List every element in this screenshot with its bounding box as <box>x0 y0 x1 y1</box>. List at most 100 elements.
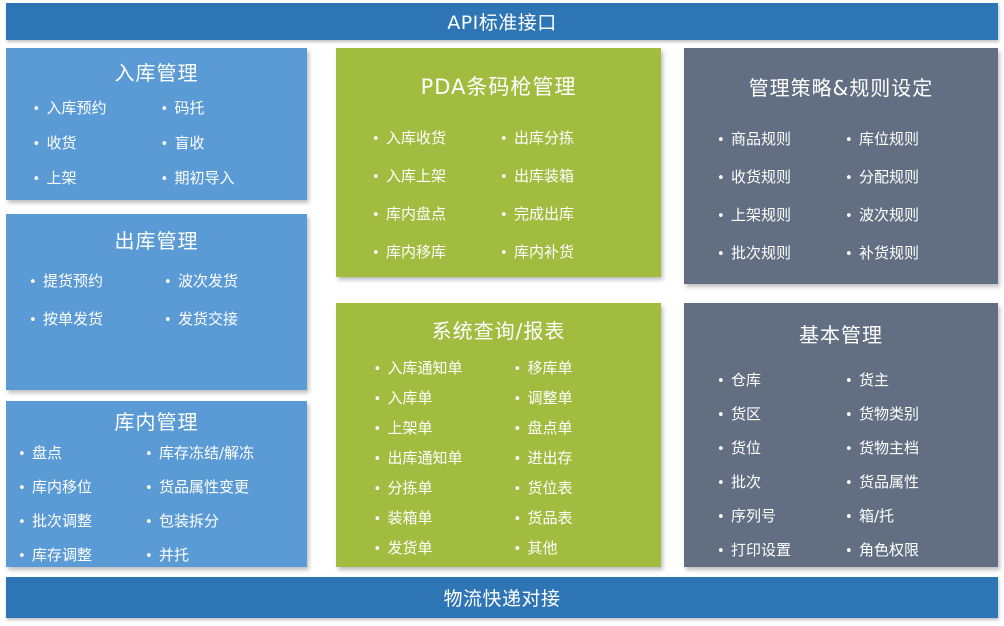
list-item[interactable]: •入库单 <box>374 387 514 408</box>
list-item[interactable]: • 货品属性变更 <box>145 476 295 497</box>
list-item[interactable]: •入库收货 <box>372 127 500 148</box>
bullet-icon: • <box>32 172 41 187</box>
bullet-icon: • <box>32 102 41 117</box>
list-item[interactable]: •盘点 <box>18 442 145 463</box>
list-item[interactable]: •发货单 <box>374 537 514 558</box>
list-item-label: 货品属性变更 <box>159 478 250 496</box>
list-item[interactable]: •出库装箱 <box>500 165 625 186</box>
card-column-right: •码托 •盲收 •期初导入 <box>161 97 281 200</box>
list-item[interactable]: •货位表 <box>514 477 624 498</box>
card-in-store-management[interactable]: 库内管理 •盘点 •库内移位 •批次调整 •库存调整 •库存冻结/解冻 •货品属… <box>6 401 307 567</box>
card-system-query-report[interactable]: 系统查询/报表 •入库通知单 •入库单 •上架单 •出库通知单 •分拣单 •装箱… <box>336 303 661 567</box>
list-item[interactable]: •其他 <box>514 537 624 558</box>
list-item[interactable]: •批次 <box>717 471 845 492</box>
list-item[interactable]: •货位 <box>717 437 845 458</box>
list-item[interactable]: •货物主档 <box>845 437 965 458</box>
list-item[interactable]: •上架 <box>33 167 161 188</box>
list-item[interactable]: •进出存 <box>514 447 624 468</box>
list-item[interactable]: •期初导入 <box>161 167 281 188</box>
list-item[interactable]: •出库通知单 <box>374 447 514 468</box>
list-item[interactable]: •包装拆分 <box>145 510 295 531</box>
list-item-label: 库内移库 <box>386 243 447 262</box>
list-item[interactable]: •波次规则 <box>845 204 965 225</box>
card-title: 库内管理 <box>114 410 199 434</box>
list-item[interactable]: •商品规则 <box>717 128 845 149</box>
list-item[interactable]: •调整单 <box>514 387 624 408</box>
list-item[interactable]: •库内盘点 <box>372 203 500 224</box>
list-item-label: 批次 <box>731 473 762 491</box>
card-columns: •商品规则 •收货规则 •上架规则 •批次规则 •库位规则 •分配规则 •波次规… <box>684 128 998 280</box>
list-item[interactable]: •仓库 <box>717 369 845 390</box>
bullet-icon: • <box>500 208 508 224</box>
list-item[interactable]: •箱/托 <box>845 505 965 526</box>
list-item-label: 盘点 <box>32 444 63 462</box>
bullet-icon: • <box>373 362 382 377</box>
bullet-icon: • <box>500 170 508 186</box>
card-outbound-management[interactable]: 出库管理 •提货预约 •按单发货 •波次发货 •发货交接 <box>6 214 307 390</box>
list-item-label: 批次规则 <box>731 244 792 262</box>
list-item[interactable]: •货主 <box>845 369 965 390</box>
list-item-label: 库位规则 <box>859 130 920 148</box>
list-item[interactable]: •并托 <box>145 544 295 565</box>
list-item[interactable]: •按单发货 <box>29 308 164 329</box>
list-item[interactable]: •库存调整 <box>18 544 145 565</box>
list-item[interactable]: •移库单 <box>514 357 624 378</box>
list-item-label: 盲收 <box>174 134 205 152</box>
list-item[interactable]: •完成出库 <box>500 203 625 224</box>
list-item-label: 装箱单 <box>387 509 433 527</box>
list-item[interactable]: •上架单 <box>374 417 514 438</box>
list-item[interactable]: •码托 <box>161 97 281 118</box>
list-item[interactable]: •货品表 <box>514 507 624 528</box>
list-item[interactable]: •角色权限 <box>845 539 965 560</box>
bullet-icon: • <box>513 482 522 497</box>
list-item[interactable]: •上架规则 <box>717 204 845 225</box>
card-inbound-management[interactable]: 入库管理 •入库预约 •收货 •上架 •码托 •盲收 •期初导入 <box>6 48 307 200</box>
card-basic-management[interactable]: 基本管理 •仓库 •货区 •货位 •批次 •序列号 •打印设置 •货主 •货物类… <box>684 303 998 567</box>
list-item[interactable]: •库内移库 <box>372 241 500 262</box>
list-item[interactable]: •收货规则 <box>717 166 845 187</box>
list-item[interactable]: •入库上架 <box>372 165 500 186</box>
list-item[interactable]: •收货 <box>33 132 161 153</box>
list-item[interactable]: •入库通知单 <box>374 357 514 378</box>
list-item-label: 出库通知单 <box>387 449 463 467</box>
bullet-icon: • <box>717 510 725 525</box>
list-item[interactable]: •货品属性 <box>845 471 965 492</box>
card-management-policy-and-rule-settings[interactable]: 管理策略&规则设定 •商品规则 •收货规则 •上架规则 •批次规则 •库位规则 … <box>684 48 998 284</box>
list-item-label: 货品表 <box>527 509 573 527</box>
list-item[interactable]: •批次规则 <box>717 242 845 263</box>
bullet-icon: • <box>372 170 380 186</box>
card-column-left: •入库收货 •入库上架 •库内盘点 •库内移库 <box>372 127 500 277</box>
list-item[interactable]: •装箱单 <box>374 507 514 528</box>
list-item[interactable]: •发货交接 <box>164 308 284 329</box>
bullet-icon: • <box>373 482 382 497</box>
list-item[interactable]: •货物类别 <box>845 403 965 424</box>
list-item[interactable]: •库内补货 <box>500 241 625 262</box>
list-item-label: 批次调整 <box>32 512 93 530</box>
list-item[interactable]: •出库分拣 <box>500 127 625 148</box>
list-item[interactable]: •入库预约 <box>33 97 161 118</box>
bullet-icon: • <box>500 246 508 262</box>
list-item[interactable]: •序列号 <box>717 505 845 526</box>
list-item[interactable]: •分配规则 <box>845 166 965 187</box>
list-item[interactable]: •盘点单 <box>514 417 624 438</box>
bullet-icon: • <box>18 549 26 564</box>
list-item[interactable]: •波次发货 <box>164 270 284 291</box>
list-item[interactable]: •库内移位 <box>18 476 145 497</box>
list-item[interactable]: •分拣单 <box>374 477 514 498</box>
list-item[interactable]: •批次调整 <box>18 510 145 531</box>
list-item[interactable]: •库位规则 <box>845 128 965 149</box>
list-item[interactable]: •盲收 <box>161 132 281 153</box>
list-item-label: 按单发货 <box>43 310 104 328</box>
bullet-icon: • <box>145 481 153 496</box>
list-item[interactable]: •打印设置 <box>717 539 845 560</box>
card-pda-barcode-scanner-management[interactable]: PDA条码枪管理 •入库收货 •入库上架 •库内盘点 •库内移库 •出库分拣 •… <box>336 48 661 277</box>
list-item[interactable]: •提货预约 <box>29 270 164 291</box>
card-columns: •入库收货 •入库上架 •库内盘点 •库内移库 •出库分拣 •出库装箱 •完成出… <box>336 127 661 277</box>
card-title: 系统查询/报表 <box>431 319 566 343</box>
list-item-label: 其他 <box>527 539 558 557</box>
list-item[interactable]: •货区 <box>717 403 845 424</box>
card-column-left: •提货预约 •按单发货 <box>29 270 164 346</box>
list-item[interactable]: •库存冻结/解冻 <box>145 442 295 463</box>
list-item[interactable]: •补货规则 <box>845 242 965 263</box>
